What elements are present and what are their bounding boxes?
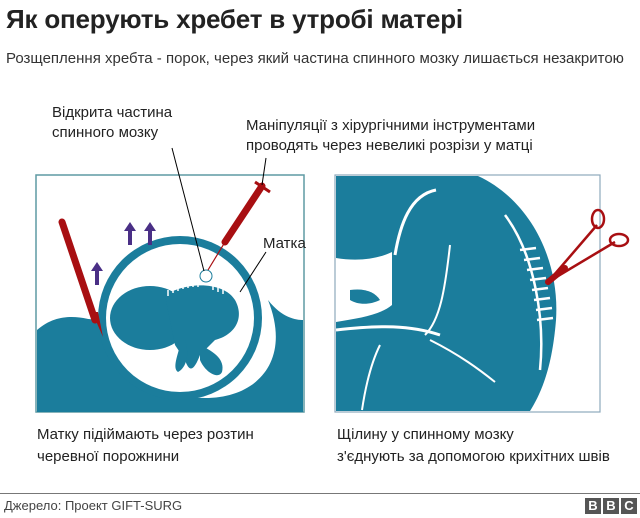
annotation-open-spine-line1: Відкрита частина xyxy=(52,104,173,121)
annotation-instruments: Маніпуляції з хірургічними інструментами… xyxy=(246,116,535,156)
scissors-icon xyxy=(545,208,630,285)
right-panel-caption: Щілину у спинному мозку з'єднують за доп… xyxy=(337,424,610,468)
footer-divider xyxy=(0,493,640,494)
left-panel-illustration xyxy=(35,147,305,413)
annotation-open-spine-line2: спинного мозку xyxy=(52,124,159,141)
syringe-icon xyxy=(207,180,271,271)
lift-arrows-icon xyxy=(91,222,156,285)
annotation-instruments-line2: проводять через невеликі розрізи у матці xyxy=(246,137,533,154)
annotation-uterus: Матка xyxy=(263,235,306,252)
right-caption-line2: з'єднують за допомогою крихітних швів xyxy=(337,448,610,465)
left-caption-line2: черевної порожнини xyxy=(37,448,180,465)
bbc-logo-letter: C xyxy=(621,498,637,514)
left-panel-caption: Матку підіймають через розтин черевної п… xyxy=(37,424,254,468)
source-credit: Джерело: Проект GIFT-SURG xyxy=(4,498,183,513)
annotation-instruments-line1: Маніпуляції з хірургічними інструментами xyxy=(246,117,536,134)
right-caption-line1: Щілину у спинному мозку xyxy=(337,426,514,443)
bbc-logo-letter: B xyxy=(585,498,601,514)
bbc-logo-letter: B xyxy=(603,498,619,514)
left-caption-line1: Матку підіймають через розтин xyxy=(37,426,254,443)
bbc-logo: B B C xyxy=(585,498,637,514)
scalpel-icon xyxy=(58,218,103,337)
right-panel-illustration xyxy=(334,174,630,413)
fetus-icon xyxy=(110,269,239,376)
page-subtitle: Розщеплення хребта - порок, через який ч… xyxy=(6,50,624,67)
page-title: Як оперують хребет в утробі матері xyxy=(6,4,463,34)
stitches-icon xyxy=(519,246,554,322)
annotation-open-spine: Відкрита частина спинного мозку xyxy=(52,103,172,143)
